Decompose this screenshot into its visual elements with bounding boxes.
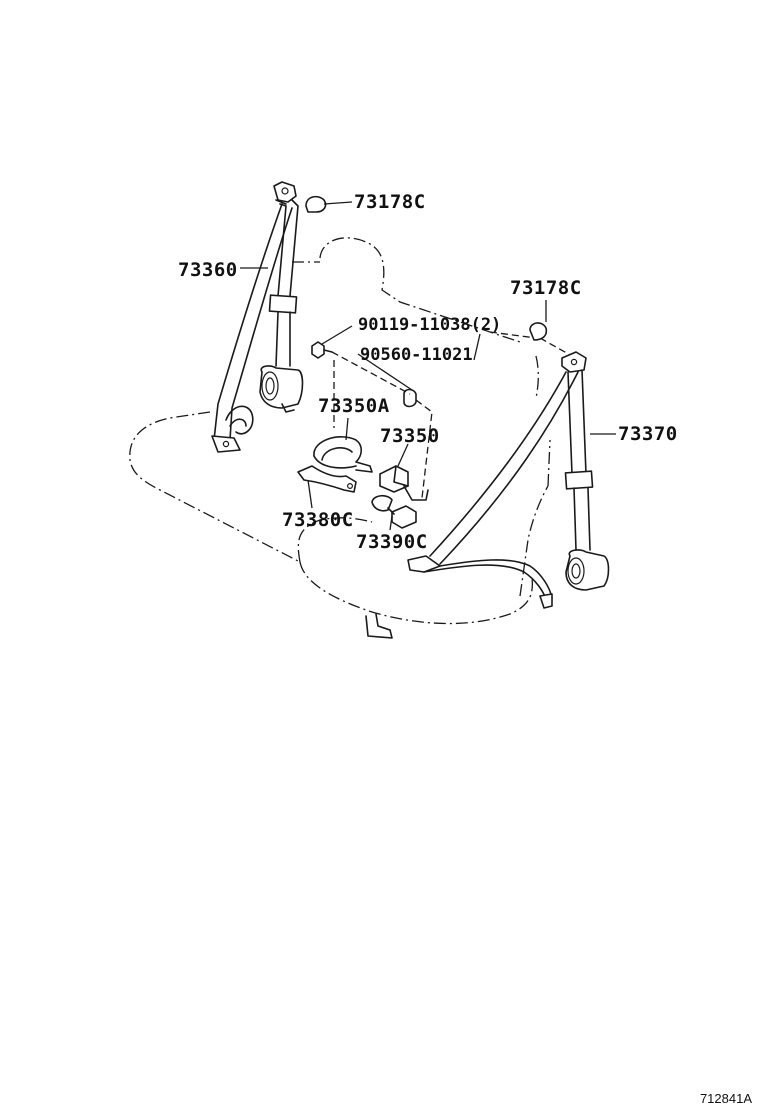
label-73360: 73360: [178, 259, 238, 281]
label-73390c: 73390C: [356, 531, 428, 553]
diagram-reference-number: 712841A: [699, 1091, 752, 1106]
buckle-73350: [379, 465, 429, 501]
dash-line-1: [331, 351, 411, 395]
label-73370: 73370: [618, 423, 678, 445]
dash-line-3: [415, 399, 433, 499]
bolt-90119: [311, 341, 333, 359]
buckle-73390c: [371, 494, 417, 529]
anchor-plate-73380c: [297, 465, 357, 493]
buckle-strap-73350a: [313, 436, 373, 473]
dash-line-5: [539, 337, 573, 357]
label-90560-11021: 90560-11021: [360, 345, 473, 365]
rear-seat-outline: [129, 237, 551, 639]
label-73350a: 73350A: [318, 395, 390, 417]
right-seat-belt-assembly: [407, 322, 610, 609]
label-73178c-left: 73178C: [354, 191, 426, 213]
label-73380c: 73380C: [282, 509, 354, 531]
left-seat-belt-assembly: [211, 181, 304, 453]
left-anchor-cover: [305, 195, 327, 213]
leader-lines: [240, 201, 616, 531]
spacer-90560: [403, 388, 417, 408]
label-90119-11038: 90119-11038(2): [358, 315, 501, 335]
label-73178c-right: 73178C: [510, 277, 582, 299]
dash-line-4: [489, 331, 537, 339]
label-73350: 73350: [380, 425, 440, 447]
